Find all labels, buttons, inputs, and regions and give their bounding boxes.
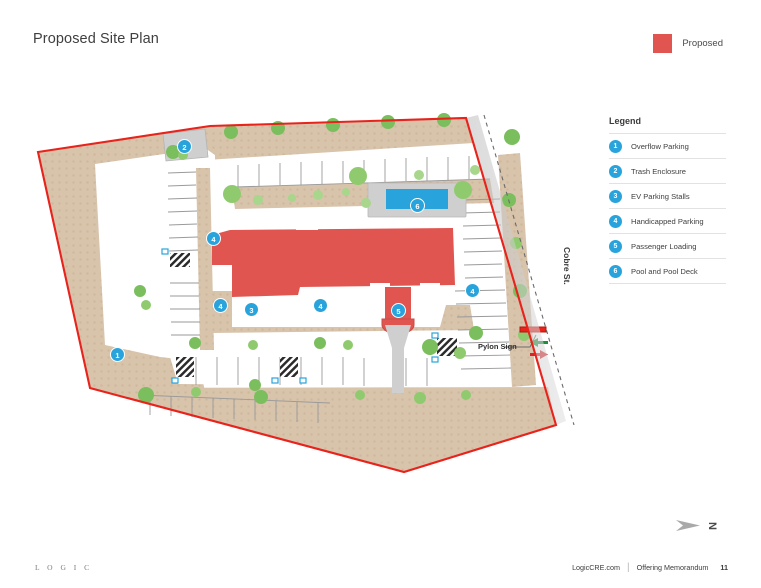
parking-stalls-southwest xyxy=(139,394,331,423)
handicapped-pads xyxy=(170,253,457,377)
map-marker-2-trash-enclosure[interactable]: 2 xyxy=(177,139,192,154)
building-entry-south-2 xyxy=(420,283,440,289)
legend-item-ev-parking-stalls[interactable]: 3 EV Parking Stalls xyxy=(609,183,726,208)
street-dashed-line xyxy=(483,114,575,426)
map-marker-5-passenger-loading[interactable]: 5 xyxy=(391,303,406,318)
footer-website[interactable]: LogicCRE.com xyxy=(572,563,620,572)
landscape-building-apron xyxy=(205,291,474,333)
map-marker-4-handicapped-east[interactable]: 4 xyxy=(465,283,480,298)
page-title: Proposed Site Plan xyxy=(33,31,159,47)
legend-badge-5: 5 xyxy=(609,239,622,253)
map-marker-4-handicapped-south[interactable]: 4 xyxy=(313,298,328,313)
footer-separator: | xyxy=(627,562,630,573)
legend-label-1: Overflow Parking xyxy=(631,141,689,151)
proposed-key: Proposed xyxy=(653,34,723,53)
parking-stalls-west xyxy=(167,171,200,336)
proposed-key-label: Proposed xyxy=(682,38,723,49)
legend-item-trash-enclosure[interactable]: 2 Trash Enclosure xyxy=(609,158,726,183)
loading-drive-south xyxy=(392,348,404,393)
building-entry-west xyxy=(226,265,232,283)
pylon-sign-label: Pylon Sign xyxy=(478,342,517,351)
map-marker-3-ev-parking[interactable]: 3 xyxy=(244,302,259,317)
loading-drive-apron xyxy=(385,325,411,348)
legend-item-passenger-loading[interactable]: 5 Passenger Loading xyxy=(609,233,726,258)
proposed-building xyxy=(212,228,455,297)
accessible-signs xyxy=(161,248,439,384)
legend-panel: Legend 1 Overflow Parking 2 Trash Enclos… xyxy=(609,116,726,284)
south-drive-aisle xyxy=(168,350,548,387)
legend-label-2: Trash Enclosure xyxy=(631,166,687,176)
legend-label-4: Handicapped Parking xyxy=(631,216,704,226)
legend-badge-4: 4 xyxy=(609,214,622,228)
proposed-color-swatch xyxy=(653,34,673,53)
map-marker-4-handicapped-west[interactable]: 4 xyxy=(206,231,221,246)
map-marker-4-handicapped-sw[interactable]: 4 xyxy=(213,298,228,313)
legend-item-handicapped-parking[interactable]: 4 Handicapped Parking xyxy=(609,208,726,233)
legend-label-6: Pool and Pool Deck xyxy=(631,266,698,276)
map-marker-6-pool[interactable]: 6 xyxy=(410,198,425,213)
legend-badge-1: 1 xyxy=(609,139,622,153)
legend-label-3: EV Parking Stalls xyxy=(631,191,690,201)
footer-document-name: Offering Memorandum xyxy=(636,563,709,572)
north-arrow-icon xyxy=(676,520,700,531)
landscape-south-band xyxy=(90,387,556,472)
north-arrow-group: N xyxy=(676,519,718,532)
footer-page-number: 11 xyxy=(720,563,728,572)
site-plan-map: 1 2 3 4 4 4 4 5 6 xyxy=(0,95,600,495)
footer-meta: LogicCRE.com | Offering Memorandum 11 xyxy=(572,562,728,573)
legend-label-5: Passenger Loading xyxy=(631,241,697,251)
property-boundary xyxy=(36,116,558,474)
legend-badge-3: 3 xyxy=(609,189,622,203)
north-letter: N xyxy=(705,521,718,530)
map-marker-1-overflow-parking[interactable]: 1 xyxy=(110,347,125,362)
legend-item-pool-and-pool-deck[interactable]: 6 Pool and Pool Deck xyxy=(609,258,726,284)
street-edge-shadow xyxy=(466,115,566,425)
building-entry-north xyxy=(296,225,318,230)
street-label-cobre: Cobre St. xyxy=(562,247,572,285)
footer-logo: L O G I C xyxy=(35,563,93,572)
legend-item-overflow-parking[interactable]: 1 Overflow Parking xyxy=(609,133,726,158)
building-entry-south-1 xyxy=(370,283,390,289)
legend-title: Legend xyxy=(609,116,642,126)
legend-badge-6: 6 xyxy=(609,264,622,278)
legend-badge-2: 2 xyxy=(609,164,622,178)
